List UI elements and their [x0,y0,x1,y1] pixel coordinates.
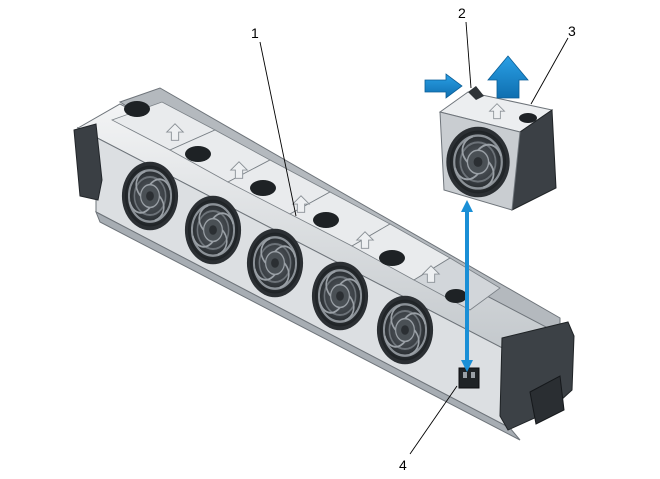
removed-fan-face [445,125,511,199]
removed-fan-module [438,86,557,211]
fan-lid-hole [445,289,467,303]
fan-lid-hole [313,212,339,228]
fan-icon [183,194,243,266]
installed-fan-5 [375,294,435,366]
fan-lid-hole [124,101,150,117]
installed-fan-2 [183,194,243,266]
fan-icon [375,294,435,366]
callout-1-label: 1 [251,25,259,41]
press-arrow-icon [424,73,463,99]
fan-connector [458,367,480,389]
callout-4-leader [409,385,458,455]
callout-3-label: 3 [568,23,576,39]
cage-right-latch [529,375,565,425]
callout-2-label: 2 [458,5,466,21]
fan-icon [445,125,511,199]
connector-pin [471,372,475,378]
fan-icon [120,160,180,232]
alignment-arrow-icon [461,200,473,372]
fan-lid-hole [185,146,211,162]
cage-bottom-rail [95,210,521,441]
fan-lids [111,101,501,311]
fan-lid-hole [250,180,276,196]
callouts: 1 2 3 4 [251,5,576,473]
lift-arrow-icon [487,55,529,99]
cage-left-bracket [73,123,103,201]
callout-4-label: 4 [399,457,407,473]
fan-icon [245,227,305,299]
callout-2-leader [465,21,472,89]
installed-fan-1 [120,160,180,232]
fan-lid-hole [379,250,405,266]
fan-lid-hole [519,113,537,123]
connector-socket [458,367,480,389]
callout-1-leader [259,41,297,217]
installed-fan-3 [245,227,305,299]
connector-pin [463,372,467,378]
callout-3-leader [530,37,569,105]
release-tab [468,86,484,100]
installed-fan-4 [310,260,370,332]
fan-icon [310,260,370,332]
